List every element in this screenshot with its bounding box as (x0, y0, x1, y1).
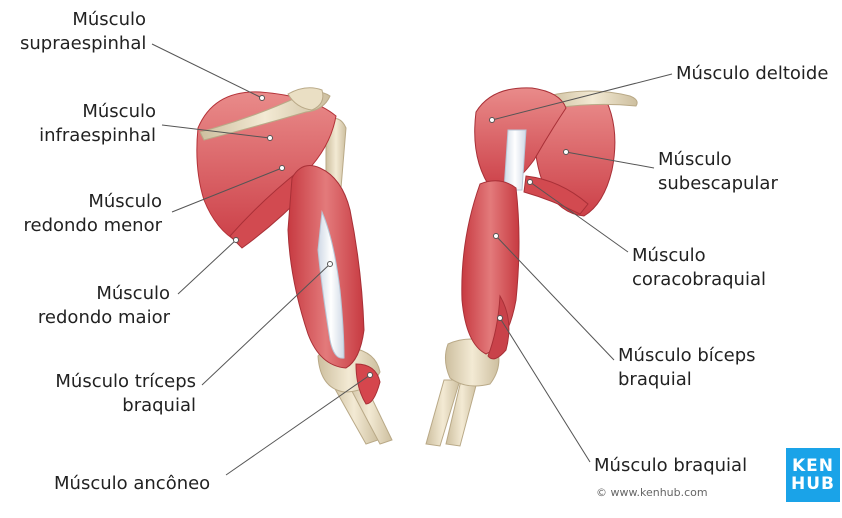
label-braquial: Músculo braquial (594, 454, 747, 478)
posterior-arm (197, 88, 392, 444)
dot-coracobraquial (528, 180, 533, 185)
label-coracobraquial: Músculo coracobraquial (632, 244, 766, 292)
label-redondo-menor: Músculo redondo menor (4, 190, 162, 238)
dot-redondo-menor (280, 166, 285, 171)
label-redondo-maior: Músculo redondo maior (4, 282, 170, 330)
kenhub-logo: KEN HUB (786, 448, 840, 502)
dot-deltoide (490, 118, 495, 123)
dot-infraespinhal (268, 136, 273, 141)
label-biceps: Músculo bíceps braquial (618, 344, 756, 392)
leader-redondo-maior (178, 240, 236, 294)
label-supraespinhal: Músculo supraespinhal (20, 8, 146, 56)
leader-anconeo (226, 375, 370, 475)
dot-biceps (494, 234, 499, 239)
biceps-muscle (462, 181, 519, 354)
anterior-arm (426, 88, 637, 446)
dot-triceps (328, 262, 333, 267)
label-deltoide: Músculo deltoide (676, 62, 828, 86)
copyright-text: © www.kenhub.com (596, 486, 708, 499)
humerus-anterior (504, 130, 526, 190)
dot-redondo-maior (234, 238, 239, 243)
label-subescapular: Músculo subescapular (658, 148, 778, 196)
label-anconeo: Músculo ancôneo (54, 472, 210, 496)
leader-braquial (500, 318, 590, 462)
leader-supraespinhal (152, 44, 262, 98)
label-infraespinhal: Músculo infraespinhal (20, 100, 156, 148)
dot-anconeo (368, 373, 373, 378)
dot-supraespinhal (260, 96, 265, 101)
dot-subescapular (564, 150, 569, 155)
label-triceps: Músculo tríceps braquial (4, 370, 196, 418)
dot-braquial (498, 316, 503, 321)
